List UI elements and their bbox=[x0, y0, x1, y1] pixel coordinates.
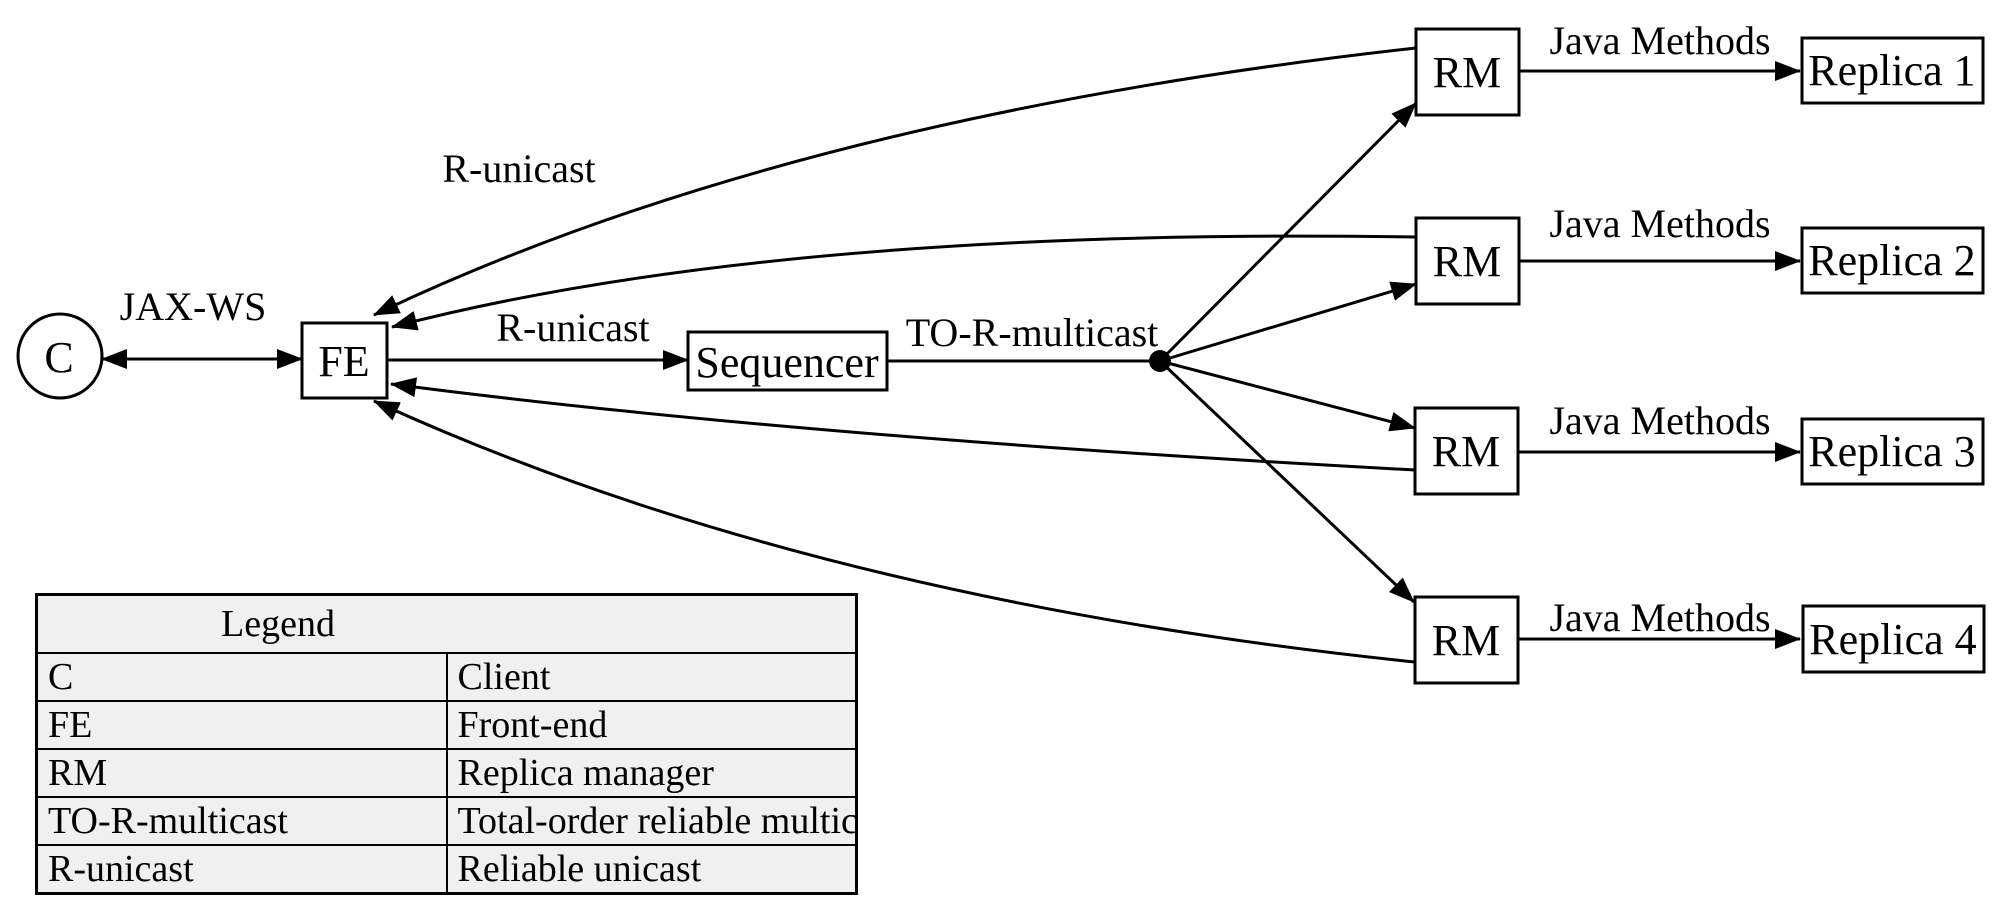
curve-rm4-fe bbox=[373, 399, 1416, 664]
rm-node-2 bbox=[1414, 216, 1521, 306]
arrow-multicast-rm2 bbox=[1159, 281, 1417, 363]
replica-node-1 bbox=[1800, 36, 1985, 105]
curve-rm2-fe bbox=[391, 234, 1417, 331]
client-label: C bbox=[44, 333, 73, 382]
replica-node-3 bbox=[1800, 417, 1985, 486]
legend-key-cell: R-unicast bbox=[35, 844, 448, 895]
legend-key-cell: FE bbox=[35, 700, 448, 750]
legend-value-cell: Reliable unicast bbox=[445, 844, 858, 895]
arrow-multicast-rm1 bbox=[1158, 101, 1418, 363]
replica-node-2 bbox=[1800, 226, 1985, 295]
client-node bbox=[16, 312, 104, 400]
r-unicast-return-label: R-unicast bbox=[442, 146, 595, 191]
arrow-multicast-rm3 bbox=[1159, 359, 1416, 432]
legend-key-cell: RM bbox=[35, 748, 448, 798]
sequencer-node bbox=[686, 330, 889, 392]
legend-title-cell: Legend bbox=[35, 593, 858, 654]
to-r-multicast-label: TO-R-multicast bbox=[906, 310, 1159, 355]
jaxws-edge-label: JAX-WS bbox=[120, 284, 267, 329]
rm-node-3 bbox=[1413, 406, 1520, 496]
legend-header-row: Legend bbox=[35, 593, 858, 654]
curve-rm1-fe bbox=[373, 46, 1417, 317]
legend-key-cell: TO-R-multicast bbox=[35, 796, 448, 846]
legend-row: RM Replica manager bbox=[35, 748, 858, 798]
rm-label-4: RM bbox=[1432, 616, 1500, 665]
curve-rm3-fe bbox=[390, 377, 1416, 472]
replica-label-2: Replica 2 bbox=[1808, 236, 1975, 285]
legend-table: Legend C Client FE Front-end RM Replica … bbox=[35, 593, 858, 895]
legend-value-cell: Replica manager bbox=[445, 748, 858, 798]
rm-label-3: RM bbox=[1432, 427, 1500, 476]
fe-node bbox=[300, 321, 389, 400]
replica-node-4 bbox=[1801, 604, 1986, 674]
java-methods-label-2: Java Methods bbox=[1549, 201, 1770, 246]
legend-value-cell: Client bbox=[445, 652, 858, 702]
java-methods-label-4: Java Methods bbox=[1549, 595, 1770, 640]
legend-key-cell: C bbox=[35, 652, 448, 702]
fe-label: FE bbox=[318, 337, 369, 386]
replica-label-4: Replica 4 bbox=[1809, 615, 1976, 664]
legend-value-cell: Front-end bbox=[445, 700, 858, 750]
arrow-multicast-rm4 bbox=[1158, 359, 1416, 604]
sequencer-label: Sequencer bbox=[695, 338, 879, 387]
legend-row: R-unicast Reliable unicast bbox=[35, 844, 858, 895]
legend-value-cell: Total-order reliable multicast bbox=[445, 796, 858, 846]
legend-row: FE Front-end bbox=[35, 700, 858, 750]
java-methods-label-1: Java Methods bbox=[1549, 18, 1770, 63]
r-unicast-fe-sequencer-label: R-unicast bbox=[496, 305, 649, 350]
rm-label-1: RM bbox=[1433, 48, 1501, 97]
legend-row: C Client bbox=[35, 652, 858, 702]
legend-title: Legend bbox=[221, 603, 335, 645]
replica-label-3: Replica 3 bbox=[1808, 427, 1975, 476]
rm-node-4 bbox=[1413, 595, 1520, 685]
replica-label-1: Replica 1 bbox=[1808, 46, 1975, 95]
rm-node-1 bbox=[1414, 27, 1521, 117]
java-methods-label-3: Java Methods bbox=[1549, 398, 1770, 443]
legend-row: TO-R-multicast Total-order reliable mult… bbox=[35, 796, 858, 846]
rm-label-2: RM bbox=[1433, 237, 1501, 286]
